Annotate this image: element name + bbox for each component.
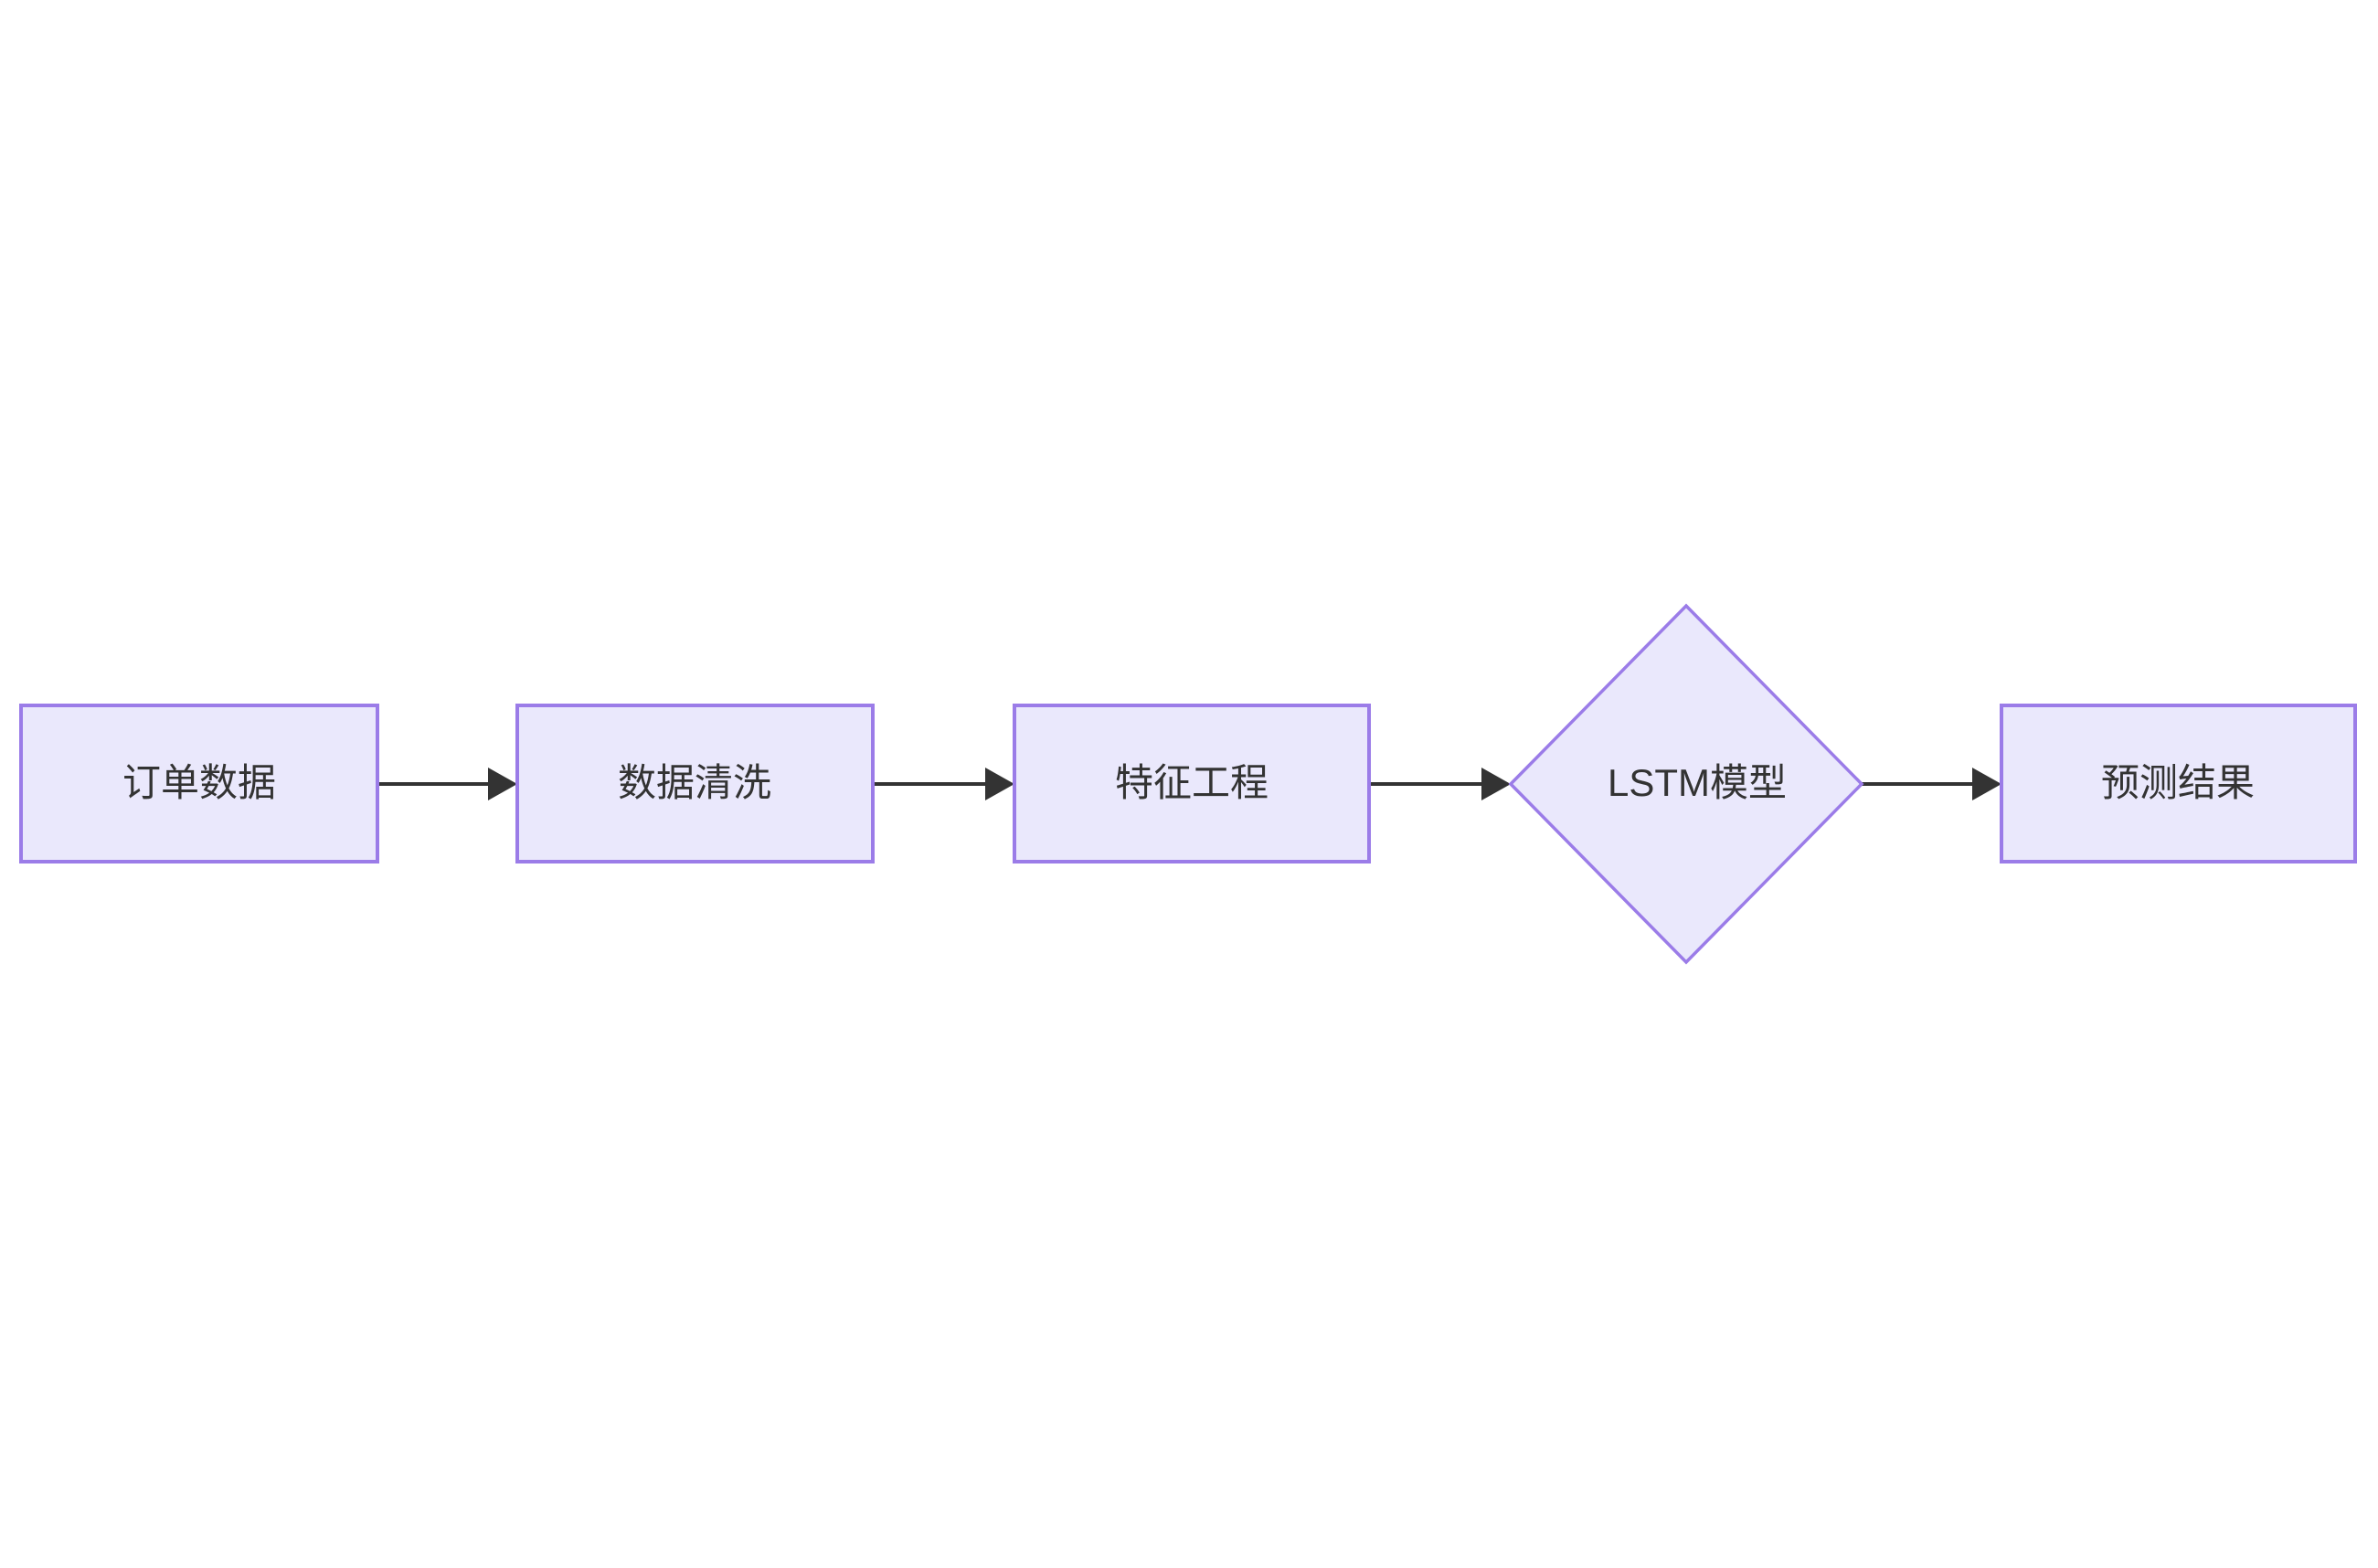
edge-n3-n4-arrowhead: [1481, 768, 1511, 800]
edge-n4-n5-arrowhead: [1972, 768, 2001, 800]
node-order-data[interactable]: 订单数据: [19, 704, 379, 863]
node-feature-engineering-label: 特征工程: [1115, 761, 1269, 804]
node-prediction-result-shape: [2000, 704, 2357, 863]
edge-n2-n3[interactable]: [873, 768, 1014, 800]
edge-n2-n3-arrowhead: [985, 768, 1014, 800]
node-data-cleaning-shape: [515, 704, 875, 863]
node-lstm-model-shape: [1508, 603, 1864, 965]
edge-n3-n4[interactable]: [1369, 768, 1511, 800]
edge-n4-n5[interactable]: [1862, 768, 2001, 800]
node-feature-engineering-shape: [1013, 704, 1371, 863]
edge-n1-n2-arrowhead: [488, 768, 517, 800]
node-prediction-result-label: 预测结果: [2101, 761, 2255, 804]
edge-group: [377, 768, 2001, 800]
edge-n1-n2[interactable]: [377, 768, 517, 800]
node-data-cleaning[interactable]: 数据清洗: [515, 704, 875, 863]
node-order-data-label: 订单数据: [122, 761, 276, 804]
node-order-data-shape: [19, 704, 379, 863]
node-prediction-result[interactable]: 预测结果: [2000, 704, 2357, 863]
node-lstm-model[interactable]: LSTM模型: [1508, 603, 1864, 965]
node-feature-engineering[interactable]: 特征工程: [1013, 704, 1371, 863]
node-data-cleaning-label: 数据清洗: [618, 761, 771, 804]
node-group: 订单数据 数据清洗 特征工程 LSTM模型 预测结果: [19, 603, 2357, 965]
node-lstm-model-label: LSTM模型: [1608, 761, 1787, 804]
